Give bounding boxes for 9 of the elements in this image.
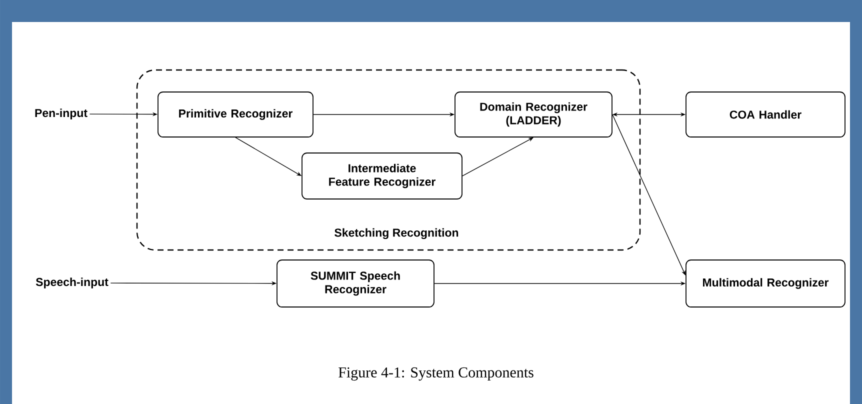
process-box: SUMMIT Speech Recognizer bbox=[276, 260, 434, 308]
process-box: Primitive Recognizer bbox=[158, 92, 314, 138]
process-box: COA Handler bbox=[686, 92, 846, 138]
process-box: Multimodal Recognizer bbox=[686, 260, 846, 308]
process-box: Intermediate Feature Recognizer bbox=[302, 152, 462, 200]
process-box: Domain Recognizer (LADDER) bbox=[454, 92, 612, 138]
input-label: Speech-input bbox=[36, 278, 108, 288]
figure-caption: Figure 4-1: System Components bbox=[338, 367, 534, 381]
input-label: Pen-input bbox=[35, 108, 88, 120]
